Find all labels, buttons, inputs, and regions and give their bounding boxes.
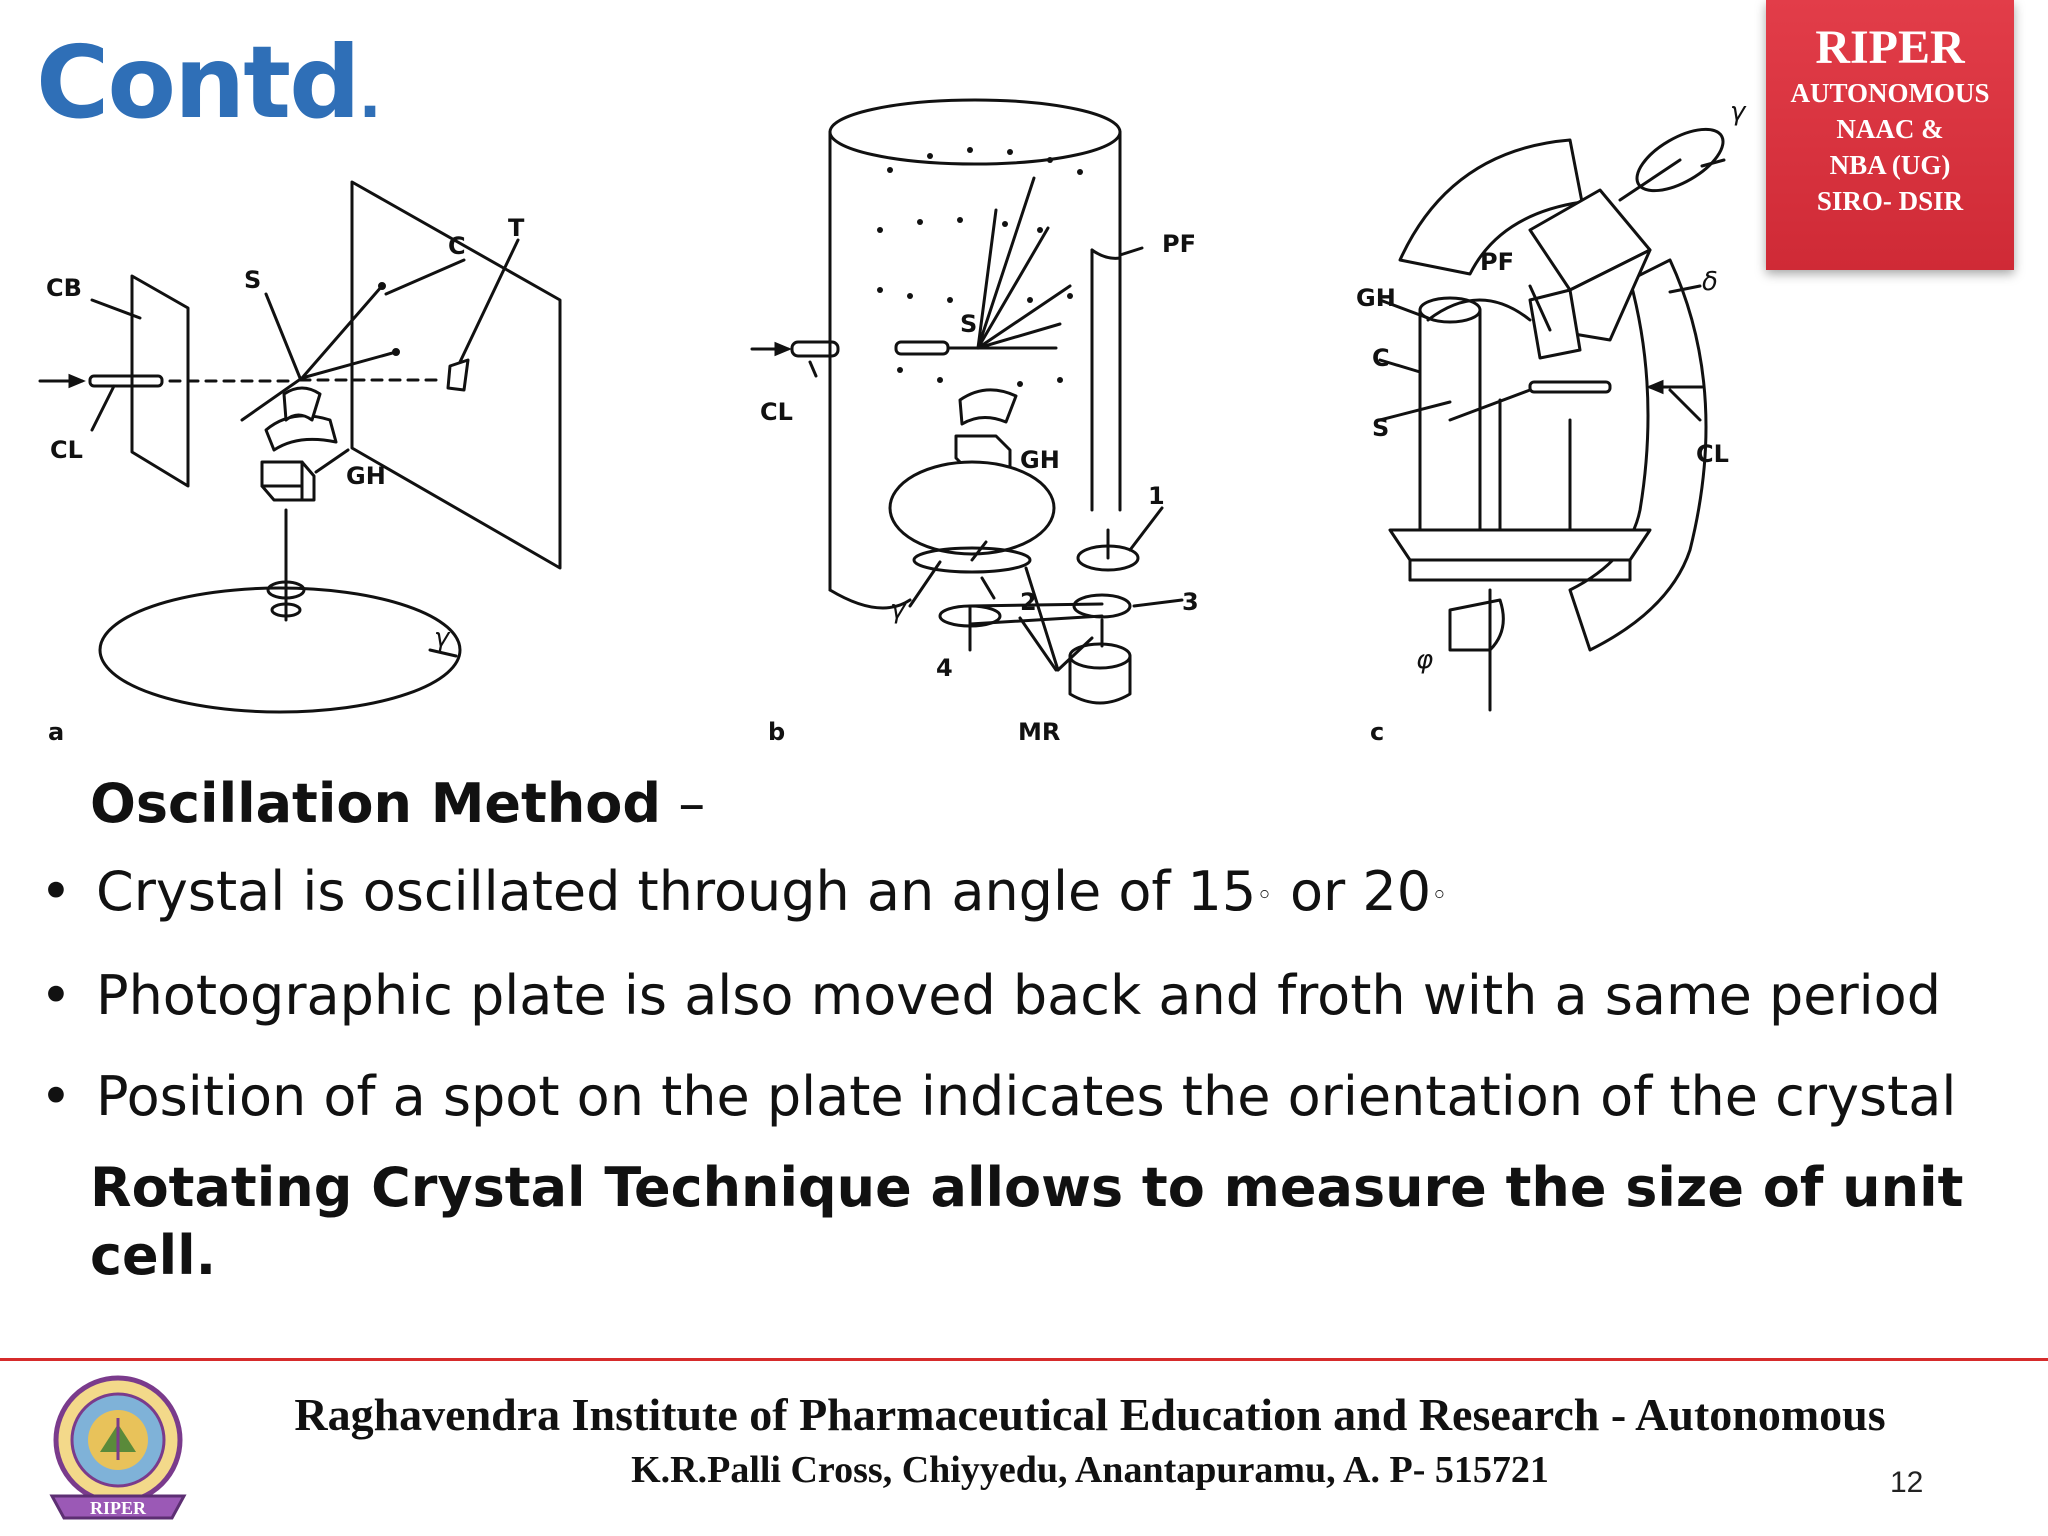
collimator-screen-a: [130, 274, 190, 488]
label-b-mr: MR: [1018, 718, 1060, 746]
label-a-cb: CB: [46, 274, 82, 302]
label-c-delta: δ: [1702, 267, 1718, 297]
label-a-t: T: [508, 214, 525, 242]
arc-cradle: [1398, 138, 1584, 276]
bullet-1-text: Crystal is oscillated through an angle o…: [96, 860, 1257, 923]
slide-title-text: Contd: [36, 24, 361, 141]
label-a-cl: CL: [50, 436, 83, 464]
label-b-gh: GH: [1020, 446, 1060, 474]
label-b-s: S: [960, 310, 977, 338]
badge-line-1: RIPER: [1815, 21, 1965, 74]
label-a-c: C: [448, 232, 466, 260]
label-c-cl: CL: [1696, 440, 1729, 468]
label-a-gamma: γ: [434, 623, 451, 653]
badge-line-2: AUTONOMOUS: [1790, 77, 1990, 108]
label-c-s: S: [1372, 414, 1389, 442]
label-b-3: 3: [1182, 588, 1199, 616]
panel-c-id: c: [1370, 718, 1384, 746]
label-c-c: C: [1372, 344, 1390, 372]
institution-logo: RIPER: [49, 1375, 187, 1520]
bullet-item: Photographic plate is also moved back an…: [40, 962, 2020, 1030]
institution-address: K.R.Palli Cross, Chiyyedu, Anantapuramu,…: [631, 1449, 1549, 1491]
subheading-text: Oscillation Method: [90, 772, 662, 835]
panel-b-diffraction-spots: [877, 147, 1083, 387]
turntable-a: [98, 586, 462, 714]
panel-a-drawing: [38, 180, 562, 714]
bullet-1-mid: or 20: [1272, 860, 1432, 923]
panel-c-drawing: [1378, 127, 1726, 712]
logo-ribbon-text: RIPER: [90, 1498, 147, 1518]
panel-b-id: b: [768, 718, 785, 746]
label-c-phi: φ: [1416, 645, 1433, 675]
diffraction-apparatus-figure: CB CL S C T GH γ a CL S PF GH γ 1 2 3 4 …: [30, 90, 1770, 750]
label-c-gh: GH: [1356, 284, 1396, 312]
panel-b-drawing: [750, 98, 1184, 705]
institution-name: Raghavendra Institute of Pharmaceutical …: [294, 1389, 1886, 1440]
panel-a-id: a: [48, 718, 64, 746]
footer-divider: [0, 1358, 2048, 1361]
accreditation-badge: RIPER AUTONOMOUS NAAC & NBA (UG) SIRO- D…: [1766, 0, 2014, 270]
label-b-pf: PF: [1162, 230, 1196, 258]
label-c-gamma: γ: [1730, 97, 1747, 127]
slide-title: Contd.: [36, 28, 382, 138]
subheading: Oscillation Method –: [90, 770, 2020, 838]
badge-line-3: NAAC &: [1836, 113, 1944, 144]
bullet-2-text: Photographic plate is also moved back an…: [96, 964, 1941, 1028]
bullet-item: Position of a spot on the plate indicate…: [40, 1063, 2020, 1131]
photo-plate-a: [350, 180, 562, 570]
badge-line-4: NBA (UG): [1829, 149, 1951, 180]
diffraction-diagram: CB CL S C T GH γ a CL S PF GH γ 1 2 3 4 …: [38, 97, 1747, 746]
label-a-gh: GH: [346, 462, 386, 490]
bullet-item: Crystal is oscillated through an angle o…: [40, 858, 2020, 929]
label-a-s: S: [244, 266, 261, 294]
label-b-cl: CL: [760, 398, 793, 426]
delta-circle: [1568, 258, 1708, 652]
label-c-pf: PF: [1480, 248, 1514, 276]
bullet-3-text: Position of a spot on the plate indicate…: [96, 1065, 1957, 1129]
slide-body: Oscillation Method – Crystal is oscillat…: [40, 770, 2020, 1290]
conclusion-statement: Rotating Crystal Technique allows to mea…: [90, 1156, 1964, 1288]
label-b-2: 2: [1020, 588, 1037, 616]
figure-labels: CB CL S C T GH γ a CL S PF GH γ 1 2 3 4 …: [46, 97, 1747, 746]
slide-title-dot: .: [358, 62, 382, 132]
label-b-1: 1: [1148, 482, 1165, 510]
page-number: 12: [1890, 1466, 1924, 1499]
label-b-gamma: γ: [890, 595, 907, 625]
degree-symbol: ◦: [1431, 878, 1448, 912]
badge-line-5: SIRO- DSIR: [1816, 185, 1964, 216]
figure-arrows: [68, 341, 1664, 395]
label-b-4: 4: [936, 654, 953, 682]
subheading-dash: –: [661, 772, 706, 835]
degree-symbol: ◦: [1256, 878, 1273, 912]
bullet-list: Crystal is oscillated through an angle o…: [40, 858, 2020, 1131]
